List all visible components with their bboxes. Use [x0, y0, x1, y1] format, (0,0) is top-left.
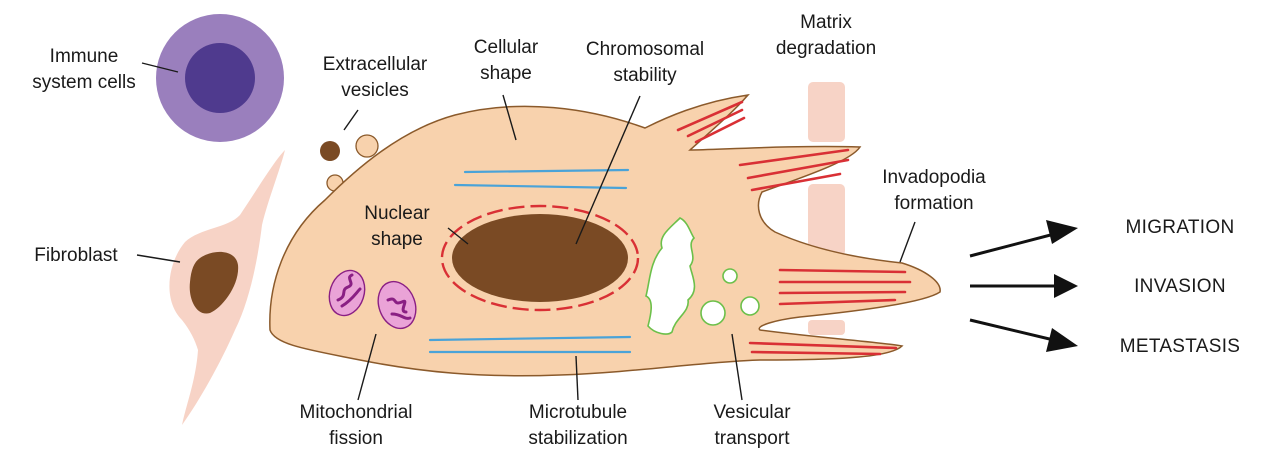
nucleus — [442, 206, 638, 310]
outcomes: MIGRATION INVASION METASTASIS — [1120, 217, 1241, 357]
label-microtubule-line1: Microtubule — [529, 402, 627, 423]
label-nuclear-line2: shape — [371, 229, 423, 250]
label-chromosomal-line2: stability — [613, 65, 677, 86]
label-microtubule-line2: stabilization — [528, 428, 627, 449]
label-fibroblast: Fibroblast — [34, 245, 118, 266]
label-vesicular-line1: Vesicular — [713, 402, 791, 423]
outcome-migration: MIGRATION — [1126, 217, 1235, 238]
outcome-invasion: INVASION — [1134, 276, 1226, 297]
label-mitochondrial-line2: fission — [329, 428, 383, 449]
label-mitochondrial-line1: Mitochondrial — [300, 402, 413, 423]
immune-cell — [156, 14, 284, 142]
label-invadopodia-line2: formation — [894, 193, 973, 214]
label-extracellular-line1: Extracellular — [323, 54, 428, 75]
fibroblast-cell — [169, 150, 285, 425]
outcome-arrows — [970, 220, 1078, 352]
label-chromosomal-line1: Chromosomal — [586, 39, 704, 60]
label-immune-line1: Immune — [50, 46, 119, 67]
label-immune-line2: system cells — [32, 72, 135, 93]
label-extracellular-line2: vesicles — [341, 80, 409, 101]
label-matrix-line2: degradation — [776, 38, 876, 59]
label-cellular-shape-line2: shape — [480, 63, 532, 84]
label-matrix-line1: Matrix — [800, 12, 852, 33]
outcome-metastasis: METASTASIS — [1120, 336, 1241, 357]
label-vesicular-line2: transport — [715, 428, 791, 449]
label-nuclear-line1: Nuclear — [364, 203, 430, 224]
label-cellular-shape-line1: Cellular — [474, 37, 539, 58]
label-invadopodia-line1: Invadopodia — [882, 167, 986, 188]
